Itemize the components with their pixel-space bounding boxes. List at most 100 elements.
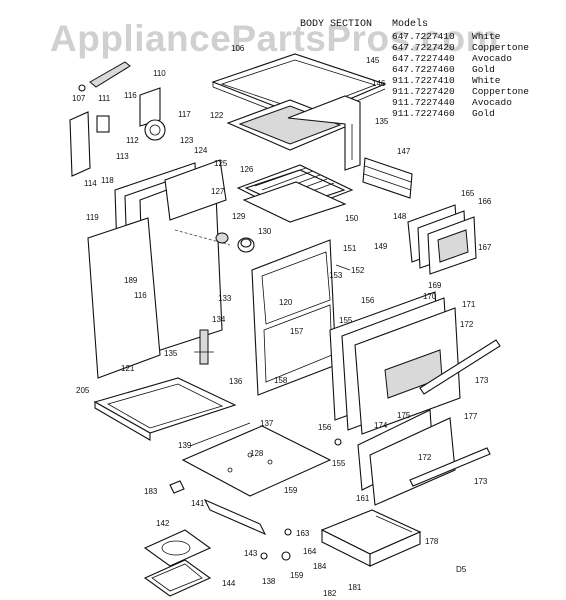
- part-label: 139: [178, 441, 192, 450]
- knobs: [215, 232, 255, 253]
- oven-rack: [236, 164, 354, 223]
- part-label: 124: [194, 146, 208, 155]
- watermark: AppliancePartsPros.com: [50, 18, 499, 59]
- part-label: 111: [98, 94, 111, 103]
- part-label: 166: [478, 197, 492, 206]
- part-label: 112: [126, 136, 139, 145]
- part-label: 119: [86, 213, 99, 222]
- part-label: 106: [231, 44, 245, 53]
- part-label: 159: [284, 486, 298, 495]
- part-label: 164: [303, 547, 317, 556]
- screw: [260, 552, 268, 560]
- oven-cavity-top: [226, 95, 361, 171]
- part-label: 182: [323, 589, 337, 598]
- screw: [334, 438, 342, 446]
- part-label: 167: [478, 243, 492, 252]
- part-label: 178: [425, 537, 439, 546]
- part-label: 137: [260, 419, 274, 428]
- part-label: 150: [345, 214, 359, 223]
- part-label: 205: [76, 386, 90, 395]
- part-label: 169: [428, 281, 442, 290]
- drip-pan: [143, 529, 212, 597]
- section-title: BODY SECTION: [300, 19, 373, 30]
- part-label: 113: [116, 152, 129, 161]
- part-label: 107: [72, 94, 86, 103]
- side-panels: [87, 159, 231, 379]
- part-label: 189: [124, 276, 138, 285]
- part-label: 121: [121, 364, 135, 373]
- part-label: 175: [397, 411, 411, 420]
- part-label: 125: [214, 159, 228, 168]
- part-label: 116: [124, 91, 137, 100]
- storage-drawer-front: [357, 409, 491, 506]
- part-label: 126: [240, 165, 254, 174]
- part-label: 156: [361, 296, 375, 305]
- glass-panels: [407, 204, 477, 275]
- part-label: 142: [156, 519, 170, 528]
- drawer-rail: [203, 498, 267, 536]
- part-label: 183: [144, 487, 158, 496]
- part-label: 133: [218, 294, 232, 303]
- broiler-pan: [93, 377, 237, 441]
- part-label: 117: [178, 110, 191, 119]
- diagram-code: D5: [456, 565, 467, 574]
- part-label: 127: [211, 187, 225, 196]
- oven-door: [329, 291, 501, 435]
- part-label: 130: [258, 227, 272, 236]
- part-label: 110: [153, 69, 166, 78]
- part-label: 184: [313, 562, 327, 571]
- part-label: 173: [474, 477, 488, 486]
- part-labels: 106 110 107 111 116 117 112 113 123 114 …: [72, 44, 492, 598]
- screw: [284, 528, 292, 536]
- part-label: 123: [180, 136, 194, 145]
- bottom-panel: [181, 422, 332, 497]
- clip: [169, 480, 185, 494]
- part-label: 174: [374, 421, 388, 430]
- part-label: 159: [290, 571, 304, 580]
- part-label: 147: [397, 147, 411, 156]
- part-label: 172: [460, 320, 474, 329]
- part-label: 134: [212, 315, 226, 324]
- part-label: 122: [210, 111, 224, 120]
- part-label: 152: [351, 266, 365, 275]
- part-label: 173: [475, 376, 489, 385]
- part-label: 138: [262, 577, 276, 586]
- part-label: 144: [222, 579, 236, 588]
- part-label: 148: [393, 212, 407, 221]
- vent-panel: [362, 157, 413, 199]
- part-label: 151: [343, 244, 357, 253]
- part-label: 153: [329, 271, 343, 280]
- part-label: 149: [374, 242, 388, 251]
- part-label: 114: [84, 179, 97, 188]
- part-label: 129: [232, 212, 246, 221]
- part-label: 155: [339, 316, 353, 325]
- part-label: 116: [134, 291, 147, 300]
- part-label: 158: [274, 376, 288, 385]
- terminal-block: [69, 61, 166, 177]
- part-label: 157: [290, 327, 304, 336]
- part-label: 177: [464, 412, 478, 421]
- part-label: 136: [229, 377, 243, 386]
- screw: [281, 551, 291, 561]
- part-label: 165: [461, 189, 475, 198]
- part-label: 171: [462, 300, 476, 309]
- part-label: 128: [250, 449, 264, 458]
- part-label: 118: [101, 176, 114, 185]
- part-label: 156: [318, 423, 332, 432]
- part-label: 141: [191, 499, 205, 508]
- part-label: 135: [164, 349, 178, 358]
- models-label: Models: [392, 19, 429, 30]
- part-label: 163: [296, 529, 310, 538]
- part-label: 155: [332, 459, 346, 468]
- part-label: 181: [348, 583, 362, 592]
- storage-drawer: [320, 509, 422, 567]
